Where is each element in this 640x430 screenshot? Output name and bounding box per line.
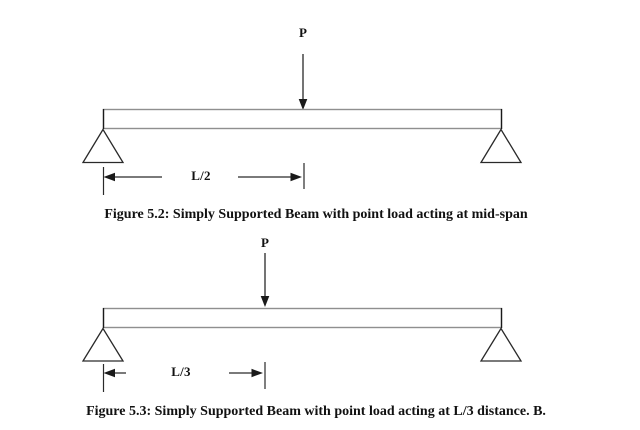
point-load-arrow-icon xyxy=(260,253,270,307)
right-support-icon xyxy=(479,327,523,362)
figure-5-2-caption: Figure 5.2: Simply Supported Beam with p… xyxy=(104,207,528,222)
figure-5-3-diagram xyxy=(81,253,523,392)
dimension-l3 xyxy=(102,362,266,392)
dimension-l2 xyxy=(102,163,305,195)
point-load-arrow-icon xyxy=(298,54,308,110)
left-support-icon xyxy=(81,128,125,164)
beam xyxy=(102,307,503,329)
dimension-label-fig52: L/2 xyxy=(191,168,211,183)
figure-5-3-caption: Figure 5.3: Simply Supported Beam with p… xyxy=(86,404,546,419)
load-label-p-fig52: P xyxy=(299,25,307,40)
load-label-p-fig53: P xyxy=(261,235,269,250)
left-support-icon xyxy=(81,327,125,362)
right-support-icon xyxy=(479,128,523,164)
dimension-label-fig53: L/3 xyxy=(171,364,191,379)
beam xyxy=(102,108,503,130)
figure-5-2-diagram xyxy=(81,54,523,195)
